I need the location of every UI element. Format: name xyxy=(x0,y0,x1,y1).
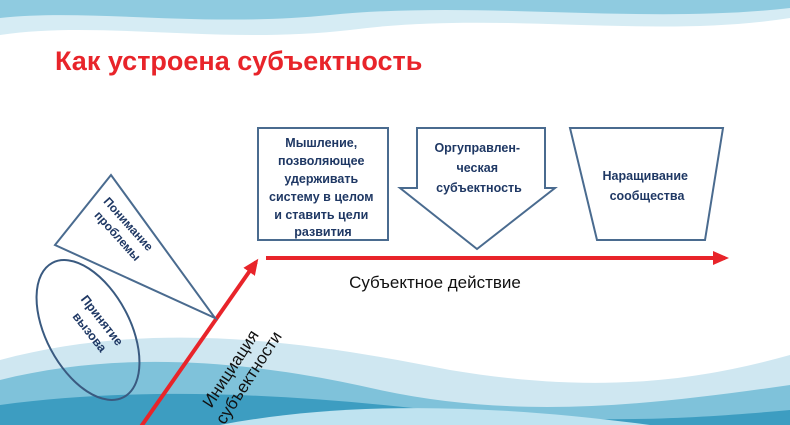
thinking-box: Мышление, позволяющее удерживать системy… xyxy=(257,127,389,241)
org-subjectness-arrow: Оргуправлен- ческая субъектность xyxy=(397,127,558,251)
svg-text:Оргуправлен- ческая: Оргуправлен- ческая субъектность xyxy=(434,141,523,195)
thinking-line: удерживать xyxy=(284,172,358,186)
thinking-line: позволяющее xyxy=(278,154,364,168)
understanding-triangle: Понимание проблемы xyxy=(53,173,219,321)
community-line: Наращивание xyxy=(603,169,689,183)
action-label: Субъектное действие xyxy=(349,273,521,292)
org-line: ческая xyxy=(457,161,499,175)
initiation-arrow xyxy=(139,258,259,425)
thinking-line: развития xyxy=(294,225,351,239)
thinking-line: Мышление, xyxy=(285,136,357,150)
bottom-wave-decoration xyxy=(0,337,790,425)
svg-text:Мышление, позволяющее: Мышление, позволяющее удерживать системy… xyxy=(269,136,377,239)
thinking-line: и ставить цели xyxy=(274,208,368,222)
org-line: субъектность xyxy=(436,181,522,195)
community-line: сообщества xyxy=(610,189,686,203)
top-wave-decoration xyxy=(0,0,790,35)
svg-text:Наращивание сообщества: Наращивание сообщества xyxy=(603,169,692,203)
community-trapezoid: Наращивание сообщества xyxy=(568,127,725,241)
org-line: Оргуправлен- xyxy=(434,141,520,155)
slide-title: Как устроена субъектность xyxy=(55,46,422,76)
thinking-line: системy в целом xyxy=(269,190,373,204)
